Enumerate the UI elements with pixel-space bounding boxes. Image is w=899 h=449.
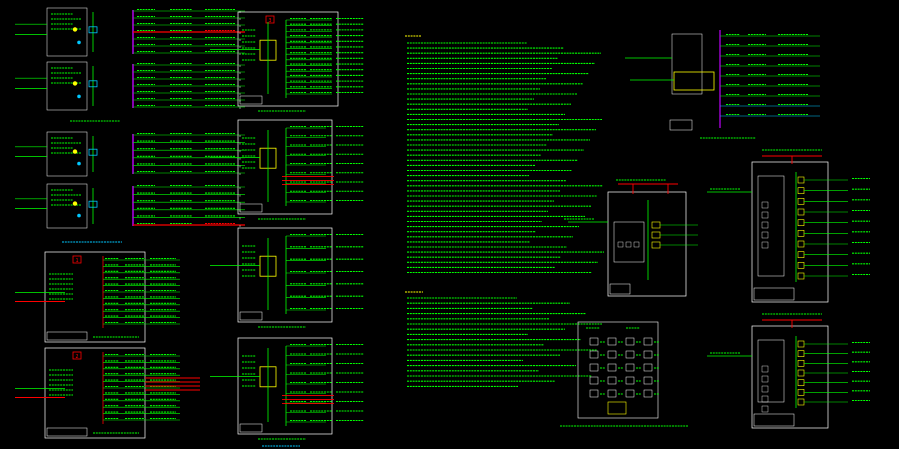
meter-cell — [761, 365, 769, 373]
tall-distribution-panel — [707, 313, 870, 429]
legend-frame — [577, 321, 659, 419]
meter-symbol — [77, 40, 81, 45]
legend-symbol — [643, 389, 653, 398]
legend-symbol — [607, 350, 617, 359]
title-block — [46, 331, 88, 341]
breaker-symbol — [88, 200, 98, 208]
meter-symbol — [77, 213, 81, 218]
meter-frame — [613, 221, 645, 263]
legend-symbol — [625, 376, 635, 385]
legend-grid — [560, 321, 688, 427]
legend-symbol — [607, 389, 617, 398]
meter-cell — [761, 211, 769, 219]
right-area-panels — [564, 30, 870, 429]
panel-frame — [237, 337, 333, 435]
left-column-panels: 12 — [15, 7, 245, 439]
distribution-panel — [15, 183, 245, 229]
legend-symbol — [607, 337, 617, 346]
incoming-frame — [46, 61, 88, 111]
panel-badge — [265, 15, 275, 24]
distribution-panel — [15, 61, 245, 111]
meter-cell — [761, 405, 769, 413]
panel-frame — [607, 191, 687, 297]
panel-badge-number: 1 — [75, 258, 78, 264]
meter-cell — [617, 241, 624, 248]
design-notes-block — [405, 35, 604, 387]
incoming-frame — [46, 131, 88, 177]
breaker-symbol — [88, 26, 98, 34]
distribution-panel — [15, 131, 245, 177]
meter-frame — [757, 339, 785, 403]
legend-symbol — [643, 363, 653, 372]
transfer-switch — [673, 71, 715, 91]
legend-symbol — [589, 389, 599, 398]
title-block — [239, 95, 263, 105]
title-block — [239, 203, 263, 213]
meter-symbol — [77, 94, 81, 99]
meter-symbol — [72, 81, 78, 86]
meter-symbol — [72, 149, 78, 154]
incoming-frame — [671, 33, 703, 95]
breaker-symbol — [88, 80, 98, 88]
framed-distribution-panel: 1 — [15, 251, 180, 343]
control-panel — [210, 227, 364, 328]
panel-badge-number: 3 — [268, 18, 271, 24]
top-right-panel — [625, 30, 820, 139]
title-block — [239, 423, 263, 433]
meter-symbol — [77, 161, 81, 166]
title-block — [239, 311, 263, 321]
panel-frame — [237, 11, 339, 107]
control-panel — [210, 119, 364, 220]
legend-symbol — [625, 350, 635, 359]
legend-symbol — [625, 337, 635, 346]
legend-symbol — [625, 389, 635, 398]
meter-cell — [761, 221, 769, 229]
meter-cell — [761, 241, 769, 249]
legend-symbol — [643, 350, 653, 359]
meter-symbol — [72, 201, 78, 206]
meter-cell — [625, 241, 632, 248]
legend-symbol — [589, 363, 599, 372]
legend-symbol — [589, 350, 599, 359]
incoming-frame — [46, 183, 88, 229]
title-block — [609, 283, 631, 295]
title-block — [669, 119, 693, 131]
title-block — [753, 413, 795, 427]
legend-symbol — [589, 376, 599, 385]
meter-cell — [761, 201, 769, 209]
legend-symbol — [625, 363, 635, 372]
control-panel: 3 — [210, 11, 364, 112]
incoming-frame — [46, 7, 88, 57]
meter-cell — [633, 241, 640, 248]
legend-symbol — [643, 376, 653, 385]
mid-panel — [564, 179, 698, 297]
title-block — [753, 287, 795, 301]
panel-frame — [237, 119, 333, 215]
legend-symbol — [607, 376, 617, 385]
legend-symbol — [607, 363, 617, 372]
panel-frame — [751, 325, 829, 429]
legend-symbol — [607, 401, 627, 415]
breaker-symbol — [88, 148, 98, 156]
meter-cell — [761, 385, 769, 393]
panel-frame — [751, 161, 829, 303]
tall-distribution-panel — [707, 149, 870, 303]
distribution-panel — [15, 7, 245, 57]
meter-cell — [761, 375, 769, 383]
legend-symbol — [643, 337, 653, 346]
control-panel — [210, 337, 364, 440]
legend-symbol — [589, 337, 599, 346]
framed-distribution-panel: 2 — [15, 347, 180, 439]
second-column-panels: 3 — [210, 11, 364, 447]
panel-badge-number: 2 — [75, 354, 78, 360]
meter-symbol — [72, 27, 78, 32]
meter-cell — [761, 395, 769, 403]
title-block — [46, 427, 88, 437]
meter-cell — [761, 231, 769, 239]
meter-frame — [757, 175, 785, 277]
panel-badge — [72, 351, 82, 360]
panel-badge — [72, 255, 82, 264]
panel-frame — [237, 227, 333, 323]
